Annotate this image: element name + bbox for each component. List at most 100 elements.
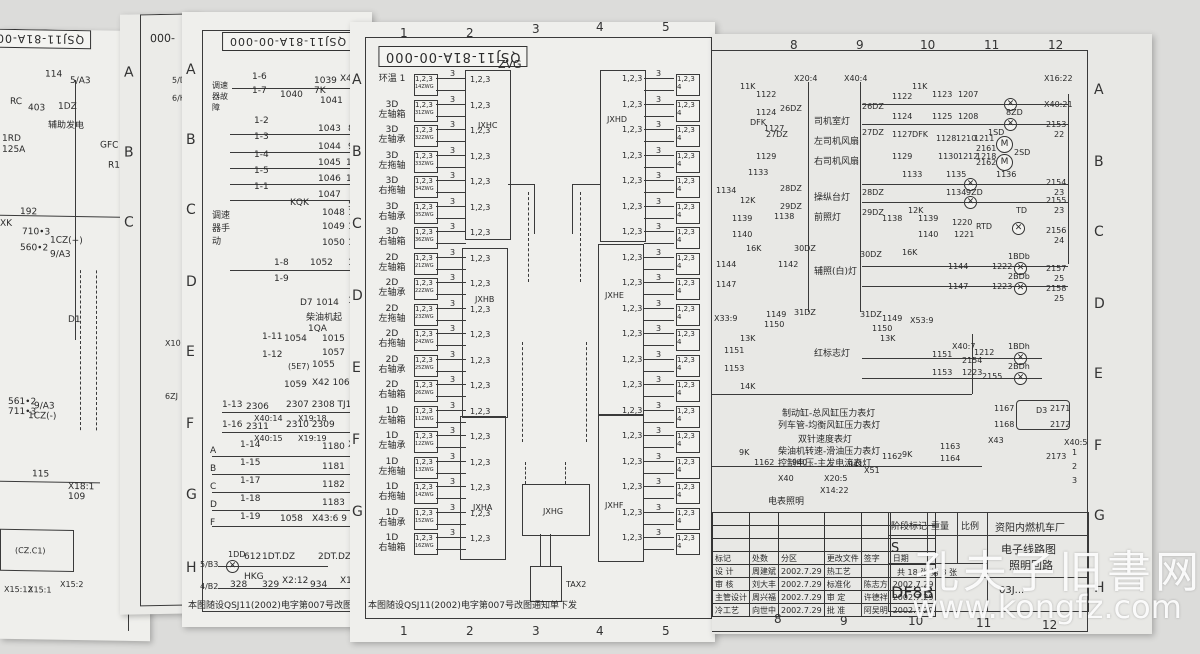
wire-label: 5/A3	[70, 75, 91, 87]
wire-label: 115	[32, 469, 50, 480]
sheet-sensors: 1 2 3 4 5 1 2 3 4 5 A B C D E F G QSJ11-…	[350, 22, 715, 642]
console-light-label: 操纵台灯	[814, 193, 851, 203]
drawing-title: 电子线路图	[1001, 543, 1056, 556]
block-jxhf: JXHF	[598, 414, 644, 562]
watermark-url: www.kongfz.com	[912, 588, 1182, 626]
right-fan-label: 右司机风扇	[814, 157, 860, 167]
lamp-icon: ✕	[1014, 282, 1027, 295]
gauge-light-label: 双针速度表灯	[798, 435, 853, 445]
gauge-light-label: 制动缸-总风缸压力表灯	[782, 409, 876, 419]
wire-label: 192	[20, 207, 38, 218]
switch-label: DFK	[750, 118, 767, 127]
diode-label: D1	[68, 314, 81, 326]
sheet-governor: QSJ11-81A-00-000 A B C D E F G H 调速器故障 1…	[182, 12, 372, 627]
gauge-light-label: 柴油机转速-滑油压力表灯	[778, 447, 881, 457]
zvg-label: ZVG	[498, 58, 522, 71]
kqk-label: KQK	[290, 198, 309, 208]
column-number: 1	[400, 26, 408, 40]
column-number: 3	[532, 22, 540, 36]
diesel-start-label: 柴油机起	[306, 313, 343, 323]
component-label: XK	[0, 218, 13, 229]
tax2-label: TAX2	[566, 580, 587, 589]
column-number: 5	[662, 22, 670, 34]
gauge-light-label: 列车管-均衡风缸压力表灯	[778, 421, 881, 431]
motor-icon: M	[996, 136, 1013, 153]
sheet-lighting: 8 9 10 11 12 A B C D E F G H X20:4 X40:4…	[712, 34, 1152, 634]
block-tax2	[530, 566, 562, 602]
lamp-icon: ✕	[1014, 262, 1027, 275]
qa-label: 1QA	[308, 324, 327, 334]
wire-label: 561•2	[8, 396, 37, 408]
ref-label: 9/A3	[34, 401, 55, 412]
block-jxha: JXHA	[460, 416, 506, 560]
circuit-label: 辅助发电	[48, 120, 85, 132]
model-number: DF8B	[891, 583, 934, 602]
fuse-label: 1RD	[2, 133, 21, 145]
title-block: 阶段标记 重量 比例 资阳内燃机车厂 S 电子线路图 照明回路 共 18 张 第…	[888, 512, 1089, 612]
wire-label: 560•2	[20, 243, 49, 254]
red-marker-light-label: 红标志灯	[814, 349, 851, 359]
terminal-label: X15:1	[28, 585, 52, 595]
ref-label: 9/A3	[50, 249, 71, 260]
drawing-number-left: QSJ11-81A-00-000	[0, 28, 92, 50]
drawing-number-governor: QSJ11-81A-00-000	[222, 32, 354, 51]
drawing-number-partial: 000-	[150, 31, 175, 46]
column-number: 2	[466, 26, 474, 40]
governor-fault-label: 调速器故障	[212, 81, 228, 112]
block-jxhg: JXHG	[522, 484, 590, 536]
component-label: R1	[108, 160, 120, 171]
watermark-cn: 孔夫子旧書网	[915, 547, 1200, 598]
ref-label: 6ZJ	[165, 391, 178, 401]
left-fan-label: 左司机风扇	[814, 137, 860, 147]
wire-label: 403	[28, 103, 46, 114]
footnote: 本图随设QSJ11(2002)电字第007号改图通知单下发	[368, 601, 578, 611]
block-jxhe: JXHE	[598, 244, 644, 416]
governor-manual-label: 调速器手动	[212, 211, 231, 247]
ref-label: X10	[165, 338, 181, 348]
d7-label: D7	[300, 298, 313, 308]
headlight-label: 前照灯	[814, 213, 842, 223]
switch-label: 11K	[740, 82, 756, 91]
terminal-label: X15:2	[60, 579, 84, 590]
company-name: 资阳内燃机车厂	[995, 523, 1065, 534]
wire-label: 710•3	[22, 227, 51, 238]
gauge-light-label: 控制电压-主发电流表灯	[778, 459, 872, 469]
motor-icon: M	[996, 154, 1013, 171]
connector-label: 1CZ(-)	[28, 411, 57, 422]
lamp-icon: ✕	[1012, 222, 1025, 235]
